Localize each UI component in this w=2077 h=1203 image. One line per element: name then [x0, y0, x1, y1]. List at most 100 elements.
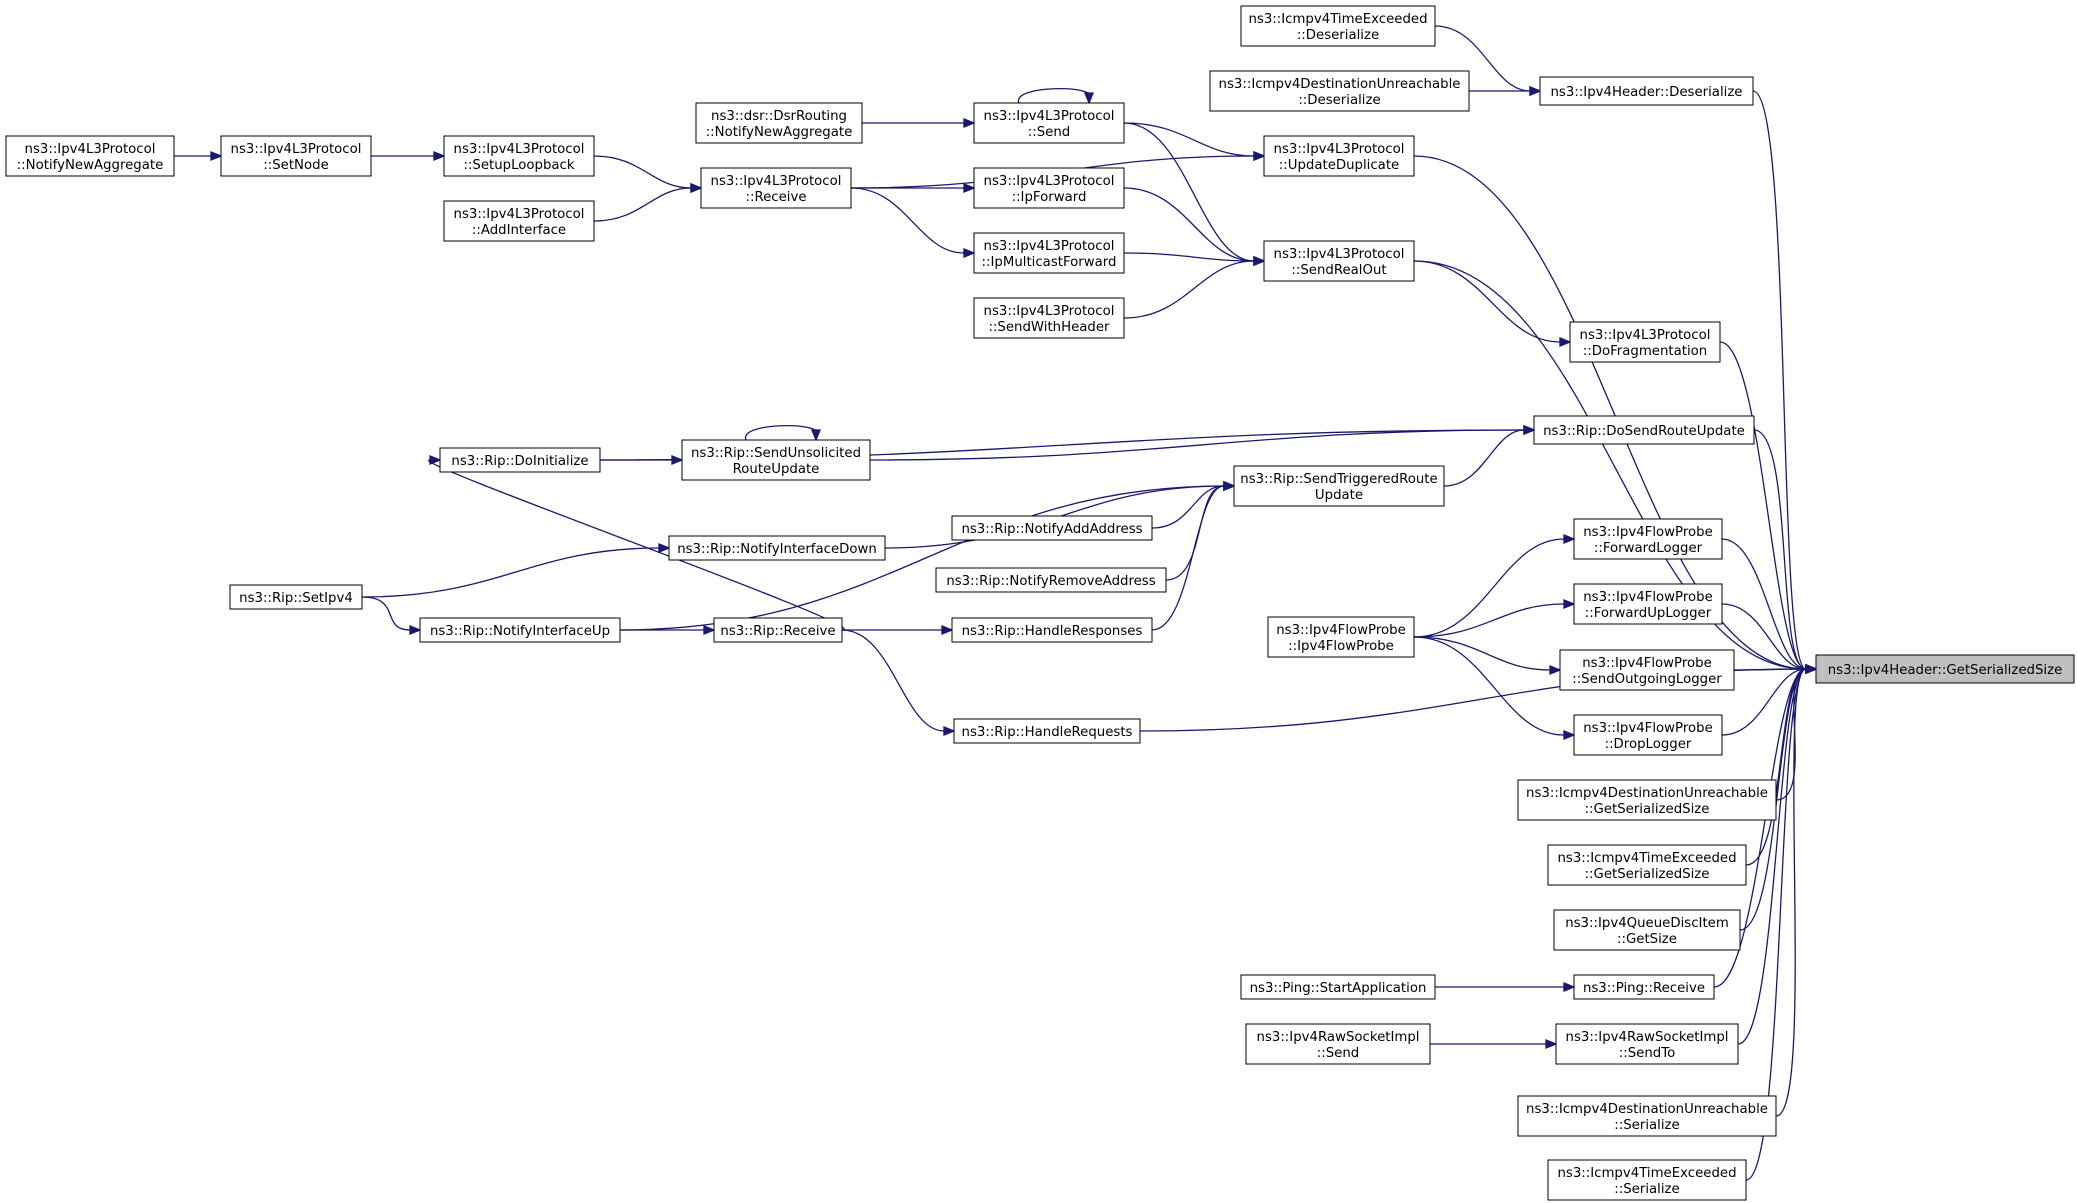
- edge-fpctor-to-fpsend: [1413, 636, 1562, 675]
- node-teser[interactable]: ns3::Icmpv4TimeExceeded::Serialize: [1547, 1159, 1747, 1201]
- edge-line: [1745, 668, 1807, 1181]
- edge-arrowhead: [941, 625, 954, 635]
- node-rawsendto[interactable]: ns3::Ipv4RawSocketImpl::SendTo: [1555, 1023, 1739, 1065]
- edge-arrowhead: [1545, 1039, 1558, 1049]
- node-setloop[interactable]: ns3::Ipv4L3Protocol::SetupLoopback: [443, 135, 595, 177]
- node-ripnaa[interactable]: ns3::Rip::NotifyAddAddress: [951, 515, 1153, 541]
- node-label: ns3::Rip::NotifyInterfaceDown: [677, 542, 877, 557]
- node-addif[interactable]: ns3::Ipv4L3Protocol::AddInterface: [443, 200, 595, 242]
- node-label: ns3::Ipv4Header::Deserialize: [1551, 85, 1743, 100]
- node-swh[interactable]: ns3::Ipv4L3Protocol::SendWithHeader: [973, 297, 1125, 339]
- edge-dsr-to-send: [861, 118, 976, 128]
- edge-line: [1413, 155, 1807, 670]
- edge-rawsend-to-rawsendto: [1430, 1039, 1558, 1049]
- node-hdes[interactable]: ns3::Ipv4Header::Deserialize: [1539, 76, 1754, 106]
- edge-arrowhead: [1253, 256, 1266, 266]
- node-duser[interactable]: ns3::Icmpv4DestinationUnreachable::Seria…: [1517, 1095, 1777, 1137]
- node-riphreq[interactable]: ns3::Rip::HandleRequests: [953, 718, 1141, 744]
- edge-swh-to-sro: [1123, 256, 1266, 319]
- node-ipmfwd[interactable]: ns3::Ipv4L3Protocol::IpMulticastForward: [973, 232, 1125, 274]
- node-ipfwd[interactable]: ns3::Ipv4L3Protocol::IpForward: [973, 167, 1125, 209]
- node-layer: ns3::Ipv4Header::GetSerializedSizens3::I…: [5, 5, 2075, 1201]
- node-box: [973, 232, 1125, 274]
- node-label: ns3::Icmpv4TimeExceeded: [1557, 1166, 1736, 1181]
- node-dudes[interactable]: ns3::Icmpv4DestinationUnreachable::Deser…: [1209, 70, 1470, 112]
- node-label: ns3::Rip::HandleRequests: [962, 725, 1133, 740]
- edge-line: [1123, 260, 1255, 319]
- node-qdgs[interactable]: ns3::Ipv4QueueDiscItem::GetSize: [1553, 909, 1741, 951]
- node-label: ns3::Icmpv4DestinationUnreachable: [1526, 1102, 1768, 1117]
- node-label: ns3::Rip::NotifyRemoveAddress: [946, 574, 1155, 589]
- edge-line: [1413, 636, 1551, 671]
- node-riphresp[interactable]: ns3::Rip::HandleResponses: [951, 617, 1153, 643]
- edge-line: [361, 596, 411, 631]
- node-rawsend[interactable]: ns3::Ipv4RawSocketImpl::Send: [1245, 1023, 1431, 1065]
- edge-ripsetipv4-to-ripniu: [361, 596, 422, 635]
- node-fpdrop[interactable]: ns3::Ipv4FlowProbe::DropLogger: [1573, 714, 1723, 756]
- edge-arrowhead: [433, 151, 446, 161]
- node-sro[interactable]: ns3::Ipv4L3Protocol::SendRealOut: [1263, 240, 1415, 282]
- edge-line: [1721, 538, 1807, 670]
- node-riprecv[interactable]: ns3::Rip::Receive: [713, 617, 843, 643]
- edge-ripstru-to-ripdsru: [1443, 425, 1536, 487]
- node-setnode[interactable]: ns3::Ipv4L3Protocol::SetNode: [220, 135, 372, 177]
- node-fpfwdup[interactable]: ns3::Ipv4FlowProbe::ForwardUpLogger: [1573, 583, 1723, 625]
- node-recv[interactable]: ns3::Ipv4L3Protocol::Receive: [700, 167, 852, 209]
- node-label: ::GetSerializedSize: [1585, 867, 1710, 882]
- node-pingrecv[interactable]: ns3::Ping::Receive: [1573, 974, 1715, 1000]
- edge-send-to-send: [1018, 87, 1094, 105]
- node-ripnid[interactable]: ns3::Rip::NotifyInterfaceDown: [668, 535, 886, 561]
- node-box: [1517, 1095, 1777, 1137]
- node-dsr[interactable]: ns3::dsr::DsrRouting::NotifyNewAggregate: [695, 102, 863, 144]
- node-label: ns3::Ipv4FlowProbe: [1582, 656, 1712, 671]
- node-tedes[interactable]: ns3::Icmpv4TimeExceeded::Deserialize: [1240, 5, 1436, 47]
- node-box: [443, 135, 595, 177]
- node-dugss[interactable]: ns3::Icmpv4DestinationUnreachable::GetSe…: [1517, 779, 1777, 821]
- edge-fpctor-to-fpfwd: [1413, 534, 1576, 638]
- edge-arrowhead: [963, 248, 976, 258]
- node-send[interactable]: ns3::Ipv4L3Protocol::Send: [973, 102, 1125, 144]
- node-label: ns3::Ipv4FlowProbe: [1583, 525, 1713, 540]
- node-label: ::NotifyNewAggregate: [17, 158, 164, 173]
- node-ripdsru[interactable]: ns3::Rip::DoSendRouteUpdate: [1533, 415, 1755, 445]
- node-box: [1533, 415, 1755, 445]
- edge-arrowhead: [671, 455, 684, 465]
- node-gss[interactable]: ns3::Ipv4Header::GetSerializedSize: [1815, 654, 2075, 684]
- node-label: ns3::Ipv4RawSocketImpl: [1566, 1030, 1729, 1045]
- edge-dudes-to-hdes: [1469, 86, 1542, 96]
- node-nna[interactable]: ns3::Ipv4L3Protocol::NotifyNewAggregate: [5, 135, 175, 177]
- node-ripniu[interactable]: ns3::Rip::NotifyInterfaceUp: [419, 617, 621, 643]
- node-label: ns3::Ipv4L3Protocol: [454, 207, 585, 222]
- edge-arrowhead: [943, 726, 956, 736]
- node-label: ::GetSize: [1617, 932, 1677, 947]
- node-label: ns3::Ipv4L3Protocol: [984, 239, 1115, 254]
- node-updup[interactable]: ns3::Ipv4L3Protocol::UpdateDuplicate: [1263, 135, 1415, 177]
- edge-arrowhead: [1563, 982, 1576, 992]
- node-pingstart[interactable]: ns3::Ping::StartApplication: [1240, 974, 1436, 1000]
- node-ripnra[interactable]: ns3::Rip::NotifyRemoveAddress: [935, 567, 1167, 593]
- node-label: ::Deserialize: [1298, 93, 1380, 108]
- node-fpfwd[interactable]: ns3::Ipv4FlowProbe::ForwardLogger: [1573, 518, 1723, 560]
- node-label: ::Serialize: [1614, 1118, 1679, 1133]
- node-label: ns3::Ipv4FlowProbe: [1583, 590, 1713, 605]
- node-fpsend[interactable]: ns3::Ipv4FlowProbe::SendOutgoingLogger: [1559, 649, 1735, 691]
- edge-arrowhead: [409, 625, 422, 635]
- node-fpctor[interactable]: ns3::Ipv4FlowProbe::Ipv4FlowProbe: [1267, 616, 1415, 658]
- node-box: [1209, 70, 1470, 112]
- node-tegss[interactable]: ns3::Icmpv4TimeExceeded::GetSerializedSi…: [1547, 844, 1747, 886]
- edge-line: [1413, 636, 1565, 736]
- edge-teser-to-gss: [1745, 664, 1818, 1181]
- node-label: ns3::Icmpv4TimeExceeded: [1557, 851, 1736, 866]
- node-ripsetipv4[interactable]: ns3::Rip::SetIpv4: [229, 584, 363, 610]
- node-label: ns3::Ipv4FlowProbe: [1583, 721, 1713, 736]
- node-box: [668, 535, 886, 561]
- node-label: ::AddInterface: [472, 223, 566, 238]
- node-dofrag[interactable]: ns3::Ipv4L3Protocol::DoFragmentation: [1569, 321, 1721, 363]
- node-ripinit[interactable]: ns3::Rip::DoInitialize: [439, 447, 601, 473]
- edge-line: [1018, 87, 1090, 104]
- edge-line: [1721, 668, 1807, 736]
- node-label: ::Send: [1028, 125, 1070, 140]
- node-box: [1547, 844, 1747, 886]
